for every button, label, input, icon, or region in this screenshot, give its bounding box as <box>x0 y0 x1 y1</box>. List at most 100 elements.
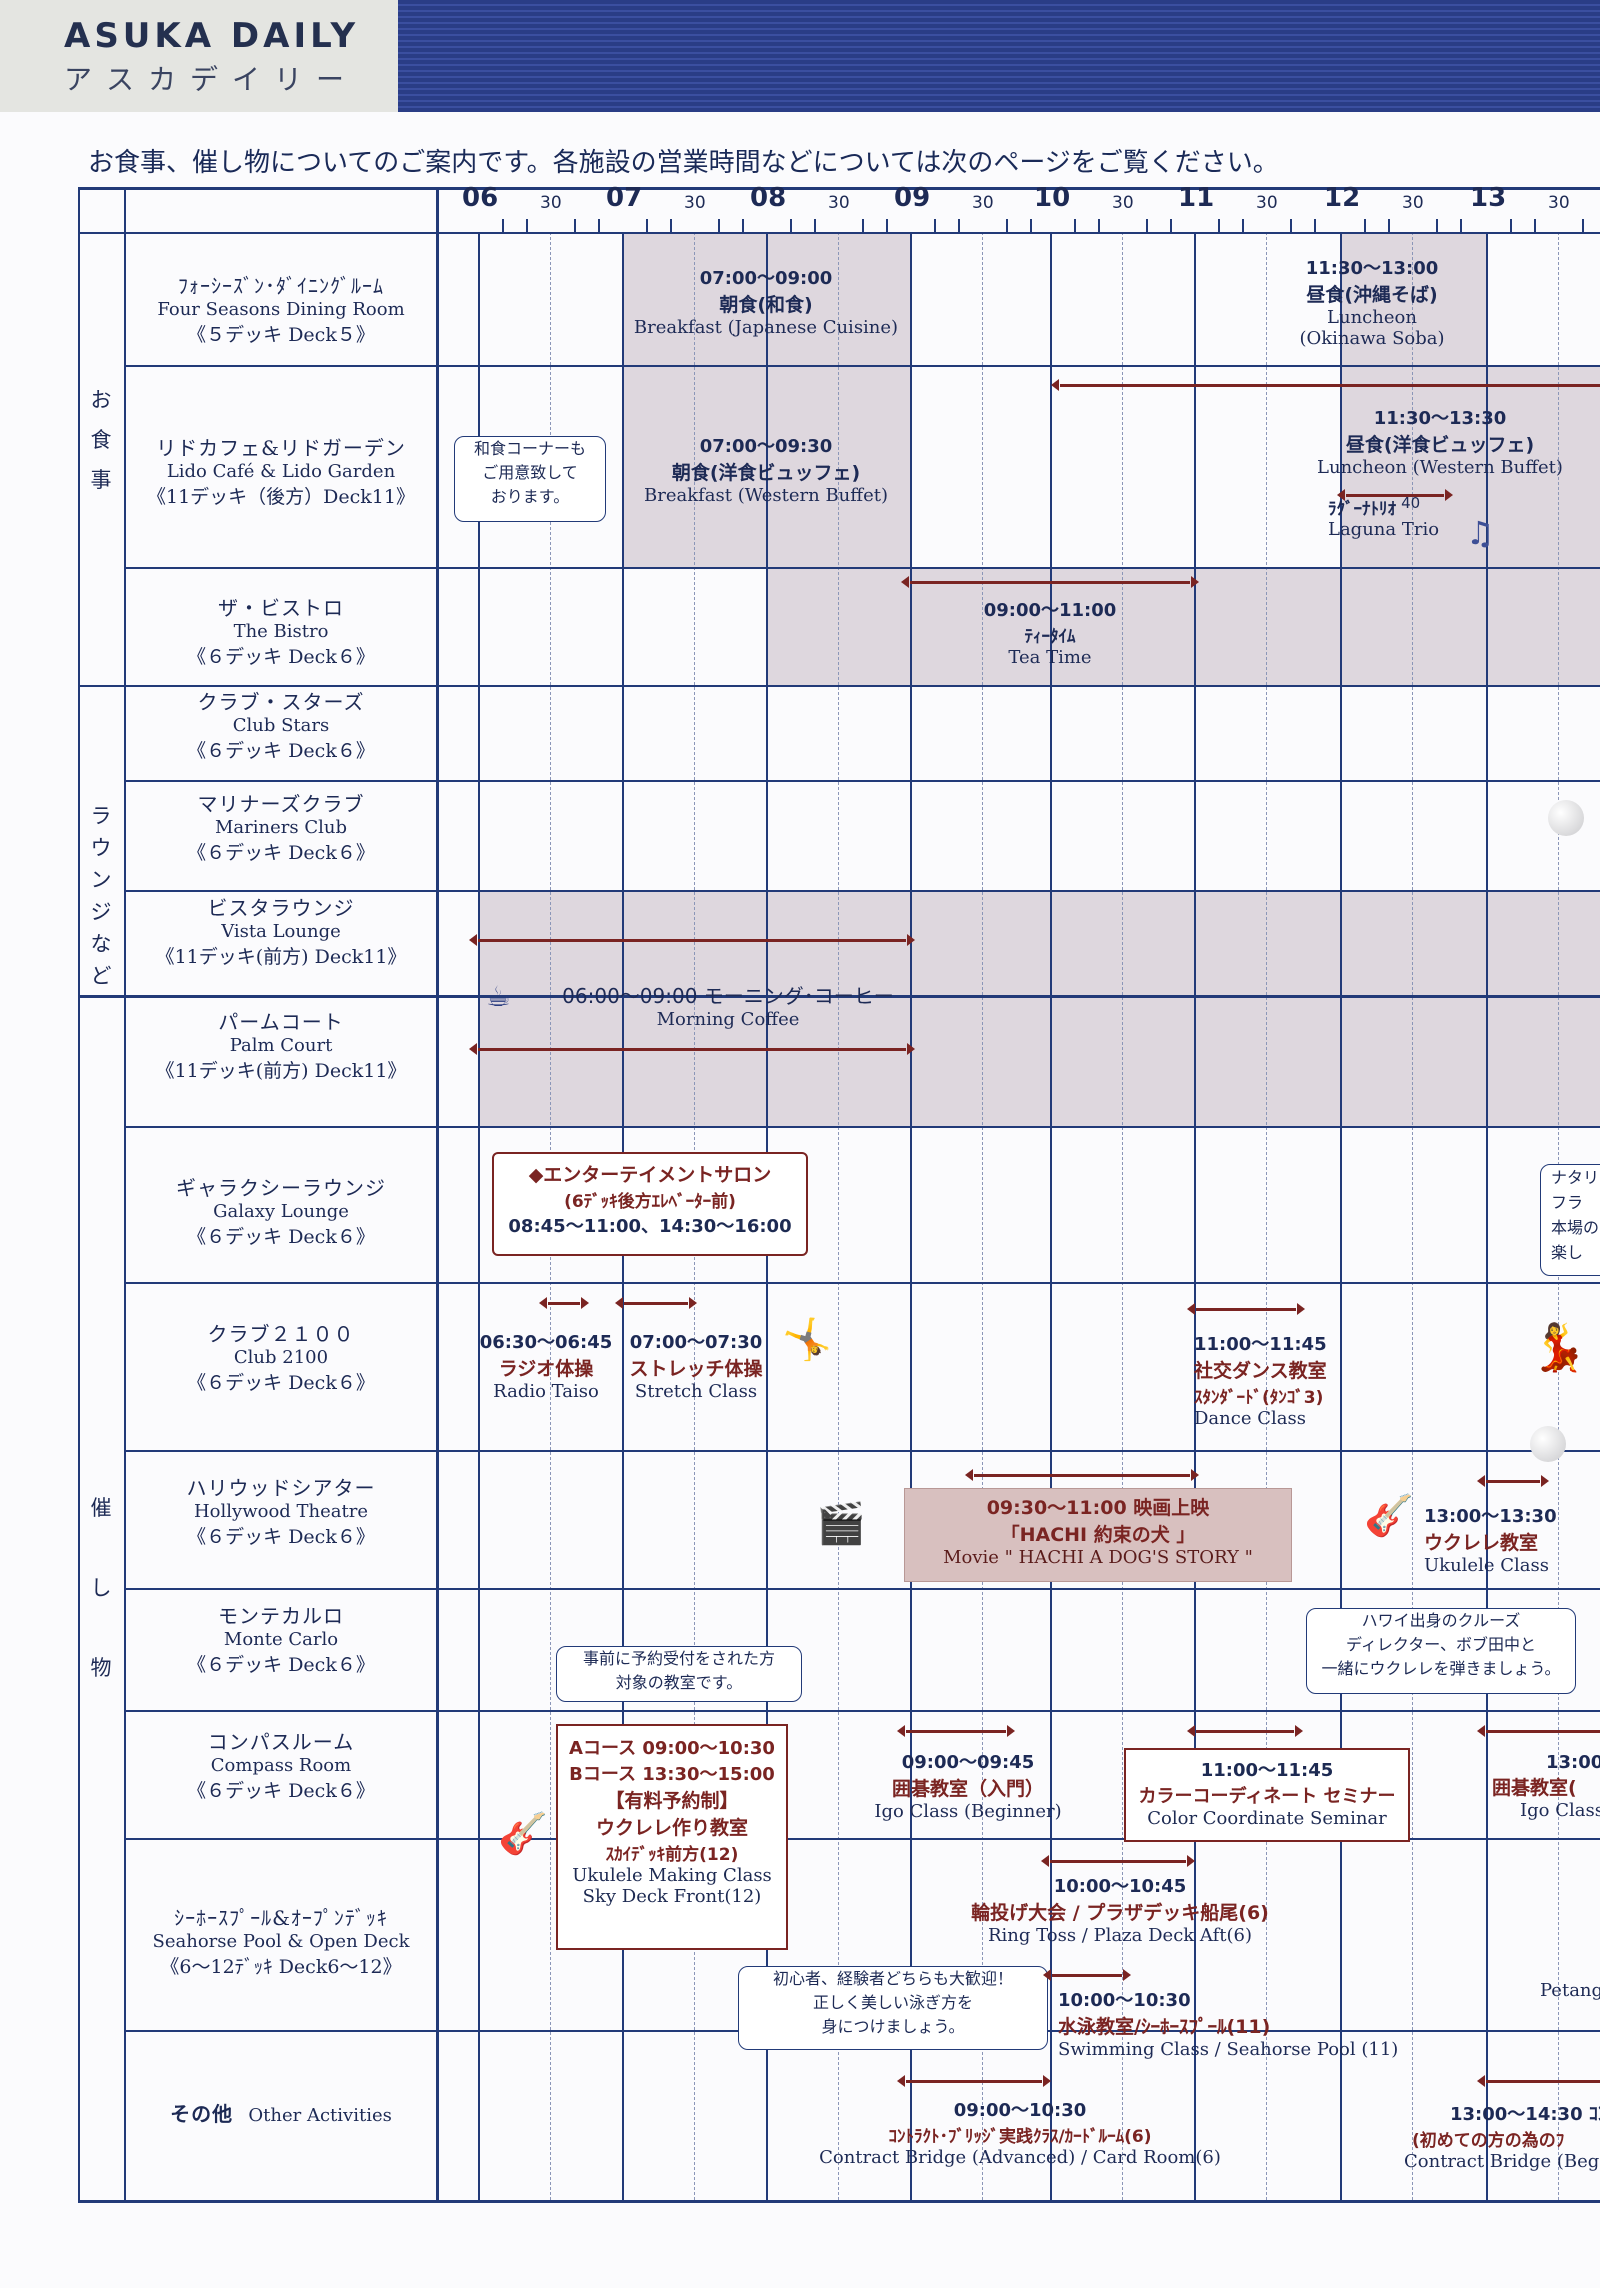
minute-tick <box>1098 219 1100 232</box>
half-hour-label: 30 <box>1548 193 1570 213</box>
row-line <box>124 365 1600 367</box>
lido-breakfast-event: 07:00～09:30 朝食(洋食ビュッフェ) Breakfast (Weste… <box>644 436 888 506</box>
category-dining: お食事 <box>90 388 112 492</box>
hour-line <box>1486 232 1488 2200</box>
reservation-note-bubble: 事前に予約受付をされた方対象の教室です。 <box>556 1646 802 1702</box>
hawaii-note-bubble: ハワイ出身のクルーズディレクター、ボブ田中と一緒にウクレレを弾きましょう。 <box>1306 1608 1576 1694</box>
row-line <box>124 685 1600 687</box>
minute-tick <box>1314 219 1316 232</box>
minute-tick <box>862 219 864 232</box>
category-events: 催し物 <box>90 1496 112 1680</box>
laguna-arrow <box>1337 489 1453 501</box>
minute-tick <box>1534 219 1536 232</box>
hour-line <box>910 232 912 2200</box>
half-hour-line <box>1122 232 1123 2200</box>
minute-tick <box>646 219 648 232</box>
shaded-period <box>1340 365 1600 567</box>
petanque-event: Petang <box>1540 1980 1600 2001</box>
row-line <box>124 1838 1600 1840</box>
ukulele-icon: 🎸 <box>1364 1493 1414 1539</box>
minute-tick <box>1030 219 1032 232</box>
minute-tick <box>670 219 672 232</box>
color-arrow-top <box>1187 1725 1303 1737</box>
header-title-jp: アスカデイリー <box>64 63 359 96</box>
hour-label: 10 <box>1034 183 1071 213</box>
clapperboard-icon: 🎬 <box>816 1501 866 1547</box>
color-seminar-box: 11:00～11:45 カラーコーディネート セミナー Color Coordi… <box>1124 1748 1410 1842</box>
header-band <box>398 0 1600 112</box>
minute-tick <box>814 219 816 232</box>
ukulele-theatre-arrow <box>1477 1475 1549 1487</box>
minute-tick <box>1290 219 1292 232</box>
minute-tick <box>502 219 504 232</box>
row-line <box>124 1450 1600 1452</box>
igo2-arrow <box>1477 1725 1600 1737</box>
minute-tick <box>1146 219 1148 232</box>
galaxy-side-note: ナタリフラ本場の楽し <box>1540 1164 1600 1276</box>
movie-arrow <box>965 1469 1199 1481</box>
binder-hole <box>1530 1426 1566 1462</box>
hour-line <box>1340 232 1342 2200</box>
half-hour-label: 30 <box>1402 193 1424 213</box>
ringtoss-arrow <box>1041 1855 1195 1867</box>
minute-tick <box>1242 219 1244 232</box>
contract-bridge-event: 09:00～10:30 ｺﾝﾄﾗｸﾄ･ﾌﾞﾘｯｼﾞ実践ｸﾗｽ/ｶｰﾄﾞﾙｰﾑ(6… <box>819 2100 1221 2168</box>
igo-beginner-event: 09:00～09:45 囲碁教室（入門） Igo Class (Beginner… <box>874 1752 1062 1822</box>
minute-tick <box>1218 219 1220 232</box>
shaded-period <box>910 890 1600 1126</box>
category-divider <box>124 187 126 2200</box>
coffee-cup-icon: ☕ <box>486 980 512 1013</box>
header-title-en: ASUKA DAILY <box>64 16 360 56</box>
minute-tick <box>574 219 576 232</box>
lido-lunch-event: 11:30～13:30 昼食(洋食ビュッフェ) Luncheon (Wester… <box>1317 408 1563 478</box>
half-hour-line <box>1412 232 1413 2200</box>
lido-note-bubble: 和食コーナーもご用意致しております。 <box>454 436 606 522</box>
minute-tick <box>718 219 720 232</box>
half-hour-label: 30 <box>684 193 706 213</box>
minute-tick <box>1460 219 1462 232</box>
hour-label: 06 <box>462 183 499 213</box>
minute-tick <box>598 219 600 232</box>
ukulele-theatre-event: 13:00～13:30 ウクレレ教室 Ukulele Class <box>1424 1506 1557 1576</box>
row-line <box>124 1710 1600 1712</box>
row-line <box>124 1126 1600 1128</box>
hour-label: 07 <box>606 183 643 213</box>
dance-arrow <box>1187 1303 1305 1315</box>
minute-tick <box>886 219 888 232</box>
minute-tick <box>526 219 528 232</box>
category-lounges: ラウンジなど <box>90 804 112 988</box>
igo-arrow <box>897 1725 1015 1737</box>
entertainment-salon-box: ◆エンターテイメントサロン (6ﾃﾞｯｷ後方ｴﾚﾍﾞｰﾀｰ前) 08:45～11… <box>492 1152 808 1256</box>
hour-line <box>1050 232 1052 2200</box>
page-subtitle: お食事、催し物についてのご案内です。各施設の営業時間などについては次のページをご… <box>88 148 1279 178</box>
row-line <box>124 780 1600 782</box>
hula-dancer-icon: 💃 <box>1530 1320 1588 1374</box>
dance-class-event: 11:00～11:45 社交ダンス教室 ｽﾀﾝﾀﾞｰﾄﾞ(ﾀﾝｺﾞ3) Danc… <box>1194 1334 1327 1429</box>
time-axis-line <box>78 232 1600 234</box>
venue-label: その他 Other Activities <box>170 2102 392 2126</box>
row-line <box>124 1588 1600 1590</box>
minute-tick <box>1510 219 1512 232</box>
ring-toss-event: 10:00～10:45 輪投げ大会 / プラザデッキ船尾(6) Ring Tos… <box>971 1876 1269 1946</box>
half-hour-label: 30 <box>1112 193 1134 213</box>
minute-tick <box>1364 219 1366 232</box>
hour-label: 11 <box>1178 183 1215 213</box>
igo-class-2-event: 13:00 囲碁教室( Igo Class <box>1492 1752 1600 1821</box>
hour-line <box>478 232 480 2200</box>
fs-lunch-event: 11:30～13:00 昼食(沖縄そば) Luncheon (Okinawa S… <box>1299 258 1445 349</box>
half-hour-line <box>982 232 983 2200</box>
minute-tick <box>934 219 936 232</box>
stretch-arrow <box>615 1297 697 1309</box>
half-hour-line <box>838 232 839 2200</box>
half-hour-label: 30 <box>828 193 850 213</box>
half-hour-label: 30 <box>972 193 994 213</box>
